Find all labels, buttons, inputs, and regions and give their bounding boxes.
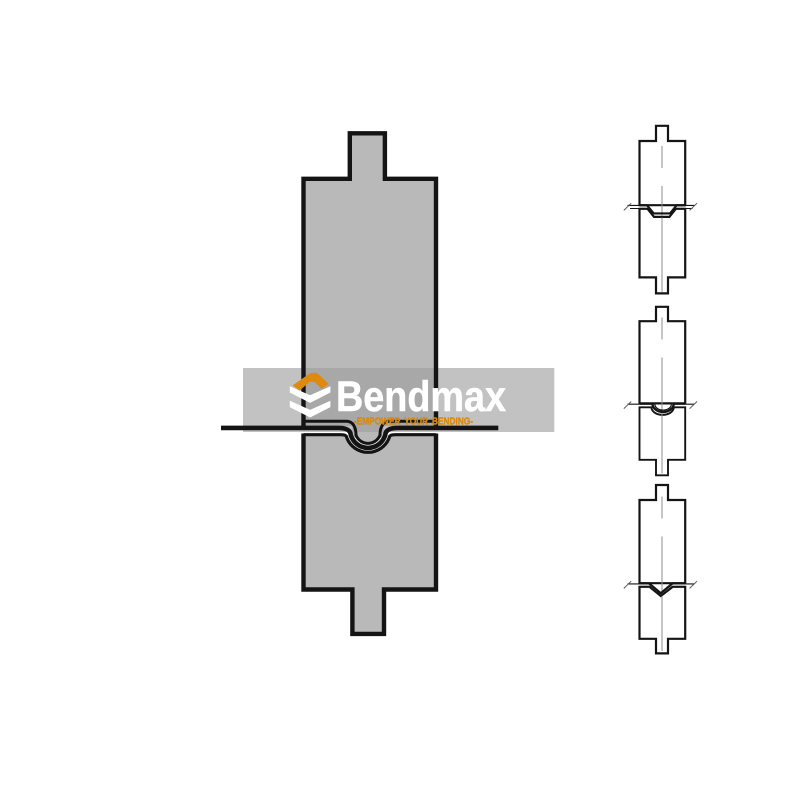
svg-text:Bendmax: Bendmax xyxy=(336,374,506,421)
svg-text:-EMPOWER YOUR BENDING-: -EMPOWER YOUR BENDING- xyxy=(354,417,473,428)
